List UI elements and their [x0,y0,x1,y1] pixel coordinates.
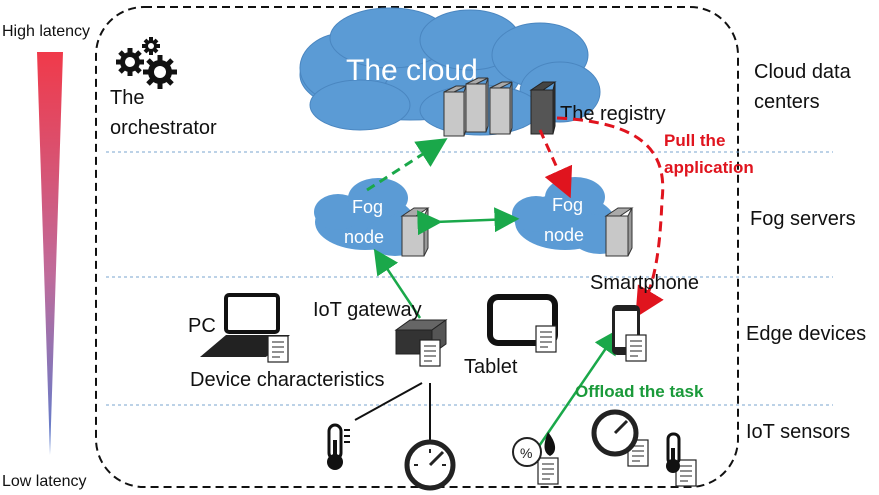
humidity-icon: % [512,432,556,467]
document-icon [267,325,697,487]
gateway-label: IoT gateway [313,299,422,321]
orchestrator-label: The [110,87,144,109]
system-boundary [95,6,739,488]
layer-label-cloud: Cloud data [754,61,852,83]
svg-text:%: % [520,445,532,461]
fog-to-fog-arrow [417,207,520,236]
cloud-label: The cloud [346,54,478,87]
offload-label: Offload the task [575,382,704,401]
fog-node-1-label-line2: node [344,227,384,247]
fog-node-2-label-line2: node [544,225,584,245]
latency-bar [37,52,63,455]
gears-icon [116,37,177,89]
fog-node-2-server-icon [604,207,634,257]
layer-label-edge: Edge devices [746,323,866,345]
high-latency-label: High latency [2,23,90,40]
pull-label: Pull the [664,131,725,150]
gauge-icon [404,439,456,491]
layer-dividers [106,151,833,406]
thermometer-icon [327,423,350,470]
thermometer-icon [666,432,681,473]
fog-node-1-label: Fog [352,197,383,217]
smartphone-label: Smartphone [590,272,699,294]
fog-node-1-server-icon [400,207,430,257]
registry-label: The registry [560,103,666,125]
tablet-label: Tablet [464,356,518,378]
pc-label: PC [188,315,216,337]
registry-server-icon [529,81,557,135]
layer-label-iot: IoT sensors [746,421,850,443]
sensor-connection-lines [354,382,431,442]
device-characteristics-label: Device characteristics [190,369,385,391]
pull-label-line2: application [664,158,754,177]
fog-node-2-label: Fog [552,195,583,215]
orchestrator-label-line2: orchestrator [110,117,217,139]
low-latency-label: Low latency [2,473,87,490]
layer-label-cloud-line2: centers [754,91,820,113]
registry-to-fog-arrow [538,129,573,199]
cloud-server-icons [443,77,513,137]
layer-label-fog: Fog servers [750,208,856,230]
gauge-icon [591,409,639,457]
pull-application-arrow [556,116,665,318]
gateway-to-fog-arrow [373,248,422,319]
